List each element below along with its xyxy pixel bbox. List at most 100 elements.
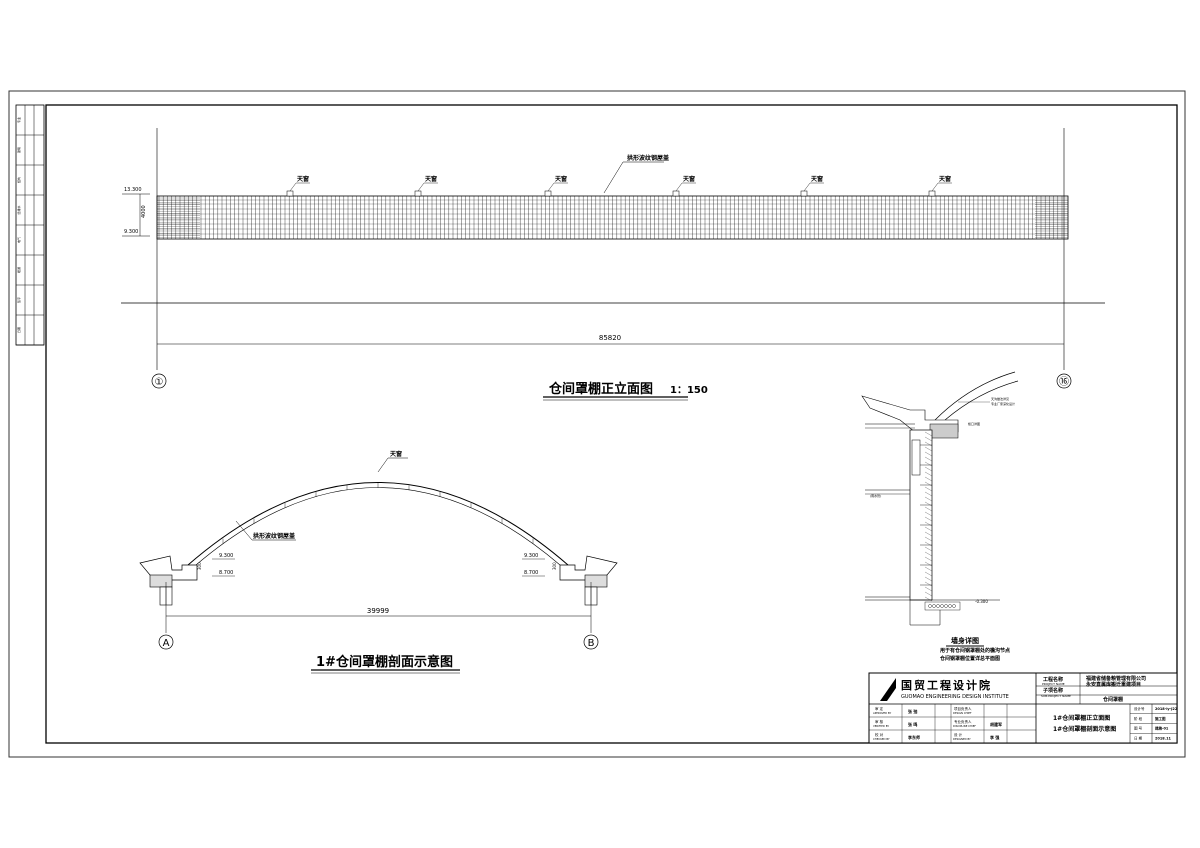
meta-value: 建施-01 [1154,726,1169,731]
subproject-label-en: SUB-PROJECT NAME [1041,694,1071,698]
skylight-icon [928,190,936,197]
role-name: 张 鸣 [908,721,917,727]
wall-note-2: 仓间钢罩棚位置详总平面图 [939,655,1000,662]
role-label: 校 对 [875,732,884,737]
strip-label: 签字 [16,297,21,303]
axis-bubble-a [158,634,174,650]
role-label: 审 核 [875,719,884,724]
axis-label-left: ① [155,377,164,388]
wall-label-2: 专业厂家深化设计 [991,401,1015,406]
drawing-title-1: 1#仓间罩棚正立面图 [1053,714,1110,722]
skylight-icon [414,190,422,197]
section-small-dim-left: 300 [197,562,202,570]
axis-label-right: ⑯ [1059,376,1069,388]
institute-name: 国贸工程设计院 [901,678,992,692]
wall-detail-drawing: 天沟做法详见 专业厂家深化设计 檐口详图 (雨水管) -0.300 墙身详图 用… [861,371,1019,662]
role2-label: 设 计 [954,732,963,737]
skylight-icon [544,190,552,197]
axis-bubble-16 [1056,373,1072,389]
elevation-title: 仓间罩棚正立面图 [548,381,653,397]
skylight-icon [672,190,680,197]
section-skylight-label: 天窗 [390,450,402,458]
sheet-border-outer [8,90,1186,758]
skylight-label-3: 天窗 [555,175,567,183]
role-label: 审 定 [875,706,884,711]
axis-bubble-1 [151,373,167,389]
wall-label-1: 天沟做法详见 [991,396,1009,401]
strip-label: 电气 [16,237,21,243]
role-label-en: VERIFIED BY [873,724,889,728]
wall-label-4: (雨水管) [870,493,881,498]
skylight-label-2: 天窗 [425,175,437,183]
strip-label: 结构 [16,177,21,183]
meta-label: 日 期 [1134,735,1143,740]
strip-label: 日期 [16,327,21,333]
skylight-label-6: 天窗 [939,175,951,183]
span-dimension: 85820 [599,334,621,342]
section-title: 1#仓间罩棚剖面示意图 [316,654,453,670]
institute-name-en: GUOMAO ENGINEERING DESIGN INSTITUTE [901,694,1009,700]
wall-detail-title: 墙身详图 [951,636,979,645]
skylight-label-5: 天窗 [811,175,823,183]
role2-name: 李 强 [990,734,999,740]
left-support [139,555,198,606]
section-axis-left: A [163,638,170,649]
section-level-lower-left: 8.700 [219,570,233,576]
wall-level: -0.300 [975,599,988,604]
meta-label: 阶 段 [1134,716,1143,721]
elevation-drawing: 85820 13.300 9.300 4000 拱形波纹钢屋盖 天窗 天窗 天窗 天窗… [121,128,1105,401]
skylight-label-1: 天窗 [297,175,309,183]
role-label-en: CHECKED BY [873,737,890,741]
level-bottom: 9.300 [124,229,138,235]
subproject-label: 子项名称 [1043,687,1063,694]
height-dimension: 4000 [141,205,147,218]
role-label-en: APPROVED BY [873,711,892,715]
drawing-title-2: 1#仓间罩棚剖面示意图 [1053,725,1116,733]
level-top: 13.300 [124,187,142,193]
project-name-1: 福建省储备粮管理有限公司 [1085,675,1146,682]
section-small-dim-right: 300 [552,562,557,570]
roof-band [157,196,1068,239]
meta-label: 图 号 [1134,726,1143,731]
strip-label: 暖通 [16,267,21,273]
wall-label-3: 檐口详图 [968,421,980,426]
section-span-dimension: 39999 [367,607,389,615]
role2-label-en: DISCIPLINE CHIEF [953,724,976,728]
axis-bubble-b [583,634,599,650]
section-drawing: 天窗 拱形波纹钢屋盖 9.300 8.700 300 9.300 8.700 3… [139,450,618,674]
role2-name: 胡建军 [990,721,1002,727]
meta-value: 2018-ly-J22 [1155,707,1178,711]
meta-value: 2018.11 [1155,736,1172,740]
elevation-scale: 1：150 [670,385,708,396]
skylight-icon [800,190,808,197]
strip-label: 专业 [16,117,21,123]
role2-label: 专业负责人 [954,719,972,724]
sheet-border-inner [45,104,1178,744]
section-axis-right: B [588,638,595,649]
role-name: 李东师 [908,734,920,740]
role2-label: 项目负责人 [954,706,972,711]
meta-value: 施工图 [1155,716,1166,721]
project-name-label: 工程名称 [1043,676,1063,683]
subproject-name: 仓间罩棚 [1102,696,1123,703]
strip-label: 建筑 [16,147,21,153]
role-name: 张 弛 [908,708,917,714]
strip-label: 给排水 [16,205,21,214]
section-level-lower-right: 8.700 [524,570,538,576]
project-name-label-en: PROJECT NAME [1042,682,1065,686]
section-level-upper-left: 9.300 [219,553,233,559]
roof-label: 拱形波纹钢屋盖 [627,154,669,162]
wall-note-1: 用于有仓间钢罩棚处的檐沟节点 [939,647,1010,654]
section-level-upper-right: 9.300 [524,553,538,559]
role2-label-en: DESIGNED BY [953,737,971,741]
section-roof-label: 拱形波纹钢屋盖 [253,532,295,540]
meta-label: 设计号 [1134,706,1145,711]
right-support [559,555,618,606]
role2-label-en: DESIGN CHIEF [953,711,972,715]
skylight-icon [286,190,294,197]
project-name-2: 永安直属库搬迁重建项目 [1085,681,1141,688]
skylight-label-4: 天窗 [683,175,695,183]
